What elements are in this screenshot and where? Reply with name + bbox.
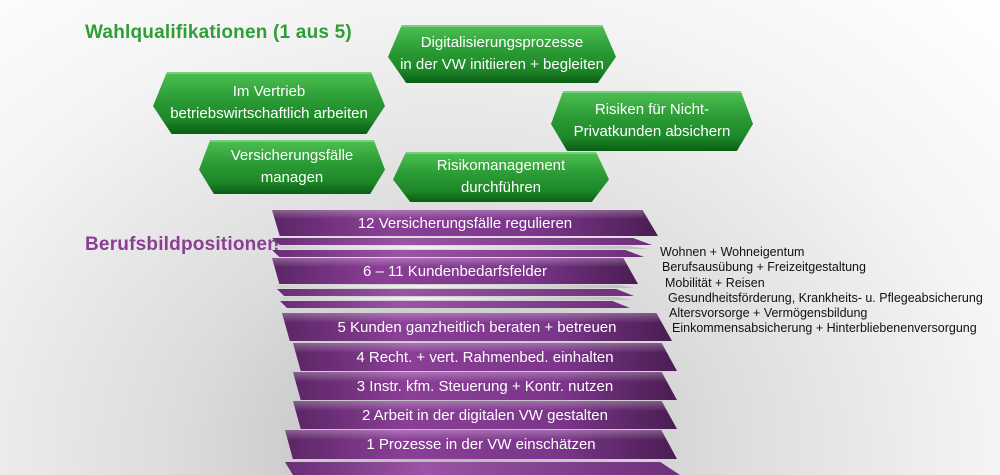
need-field-label: Gesundheitsförderung, Krankheits- u. Pfl…	[668, 290, 983, 305]
need-field-slab	[272, 238, 652, 245]
need-field-label: Einkommensabsicherung + Hinterbliebenenv…	[672, 321, 977, 336]
need-field-slab	[280, 301, 630, 308]
elective-nicht-privatkunden: Risiken für Nicht-Privatkunden absichern	[551, 91, 753, 151]
position-12: 12 Versicherungsfälle regulieren	[272, 210, 658, 236]
position-1: 1 Prozesse in der VW einschätzen	[285, 430, 677, 459]
need-field-label: Wohnen + Wohneigentum	[660, 245, 805, 259]
need-field-label: Mobilität + Reisen	[665, 275, 765, 290]
need-field-slab	[277, 289, 634, 296]
position-4: 4 Recht. + vert. Rahmenbed. einhalten	[293, 343, 677, 371]
position-6-11: 6 – 11 Kundenbedarfsfelder	[272, 258, 638, 284]
need-field-slab	[275, 285, 635, 288]
base-slab	[285, 462, 680, 475]
need-field-slab	[272, 246, 648, 249]
elective-heading: Wahlqualifikationen (1 aus 5)	[85, 22, 352, 43]
position-3: 3 Instr. kfm. Steuerung + Kontr. nutzen	[293, 372, 677, 400]
need-field-label: Berufsausübung + Freizeitgestaltung	[662, 260, 866, 275]
position-5: 5 Kunden ganzheitlich beraten + betreuen	[282, 313, 672, 341]
need-field-slab	[272, 250, 644, 257]
need-fields-list: Wohnen + Wohneigentum Berufsausübung + F…	[660, 245, 983, 337]
need-field-slab	[278, 297, 632, 300]
position-2: 2 Arbeit in der digitalen VW gestalten	[293, 401, 677, 429]
need-field-label: Altersvorsorge + Vermögensbildung	[669, 306, 868, 321]
core-heading: Berufsbildpositionen	[85, 234, 279, 255]
